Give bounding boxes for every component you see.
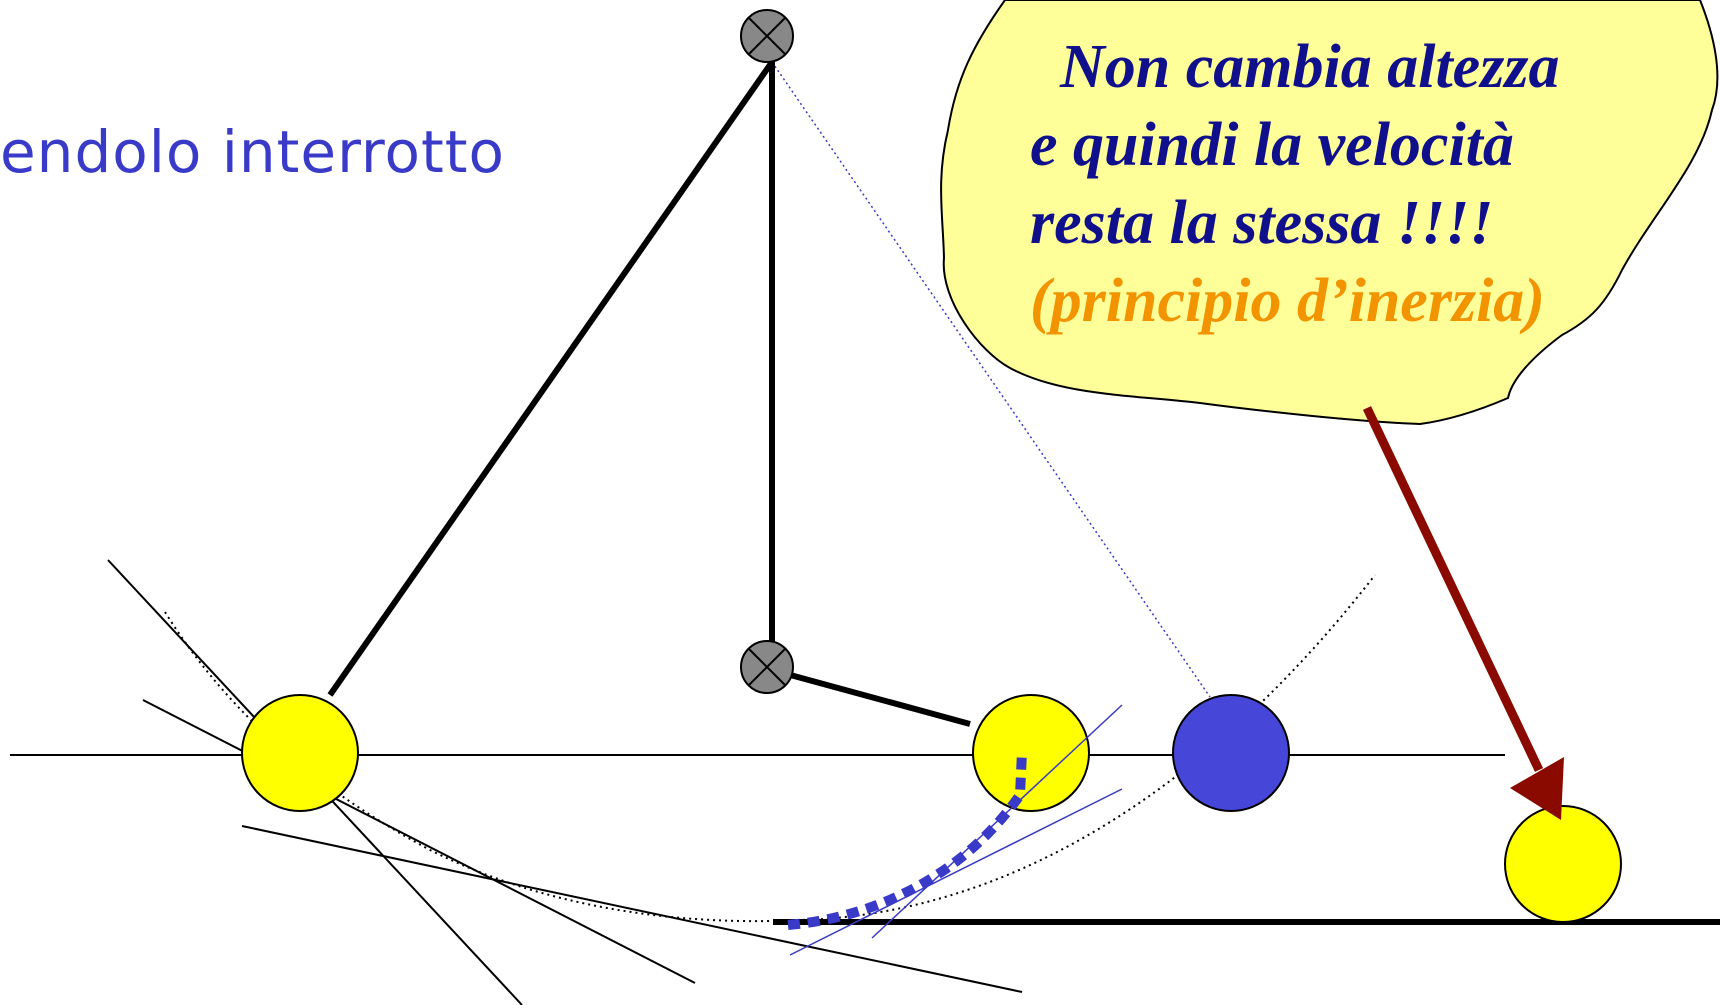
callout-text: Non cambia altezza e quindi la velocità … (1030, 28, 1630, 340)
blue-tangent-1 (789, 788, 1123, 956)
callout-line-2: e quindi la velocità (1030, 111, 1514, 179)
tangent-line-2 (142, 699, 696, 984)
ball-middle (972, 694, 1090, 812)
blue-tangent-2 (871, 704, 1123, 939)
short-swing-path (787, 751, 1027, 930)
callout-line-3: resta la stessa !!!! (1030, 189, 1494, 257)
tangent-line-3 (241, 825, 1023, 993)
callout-note: (principio d’inerzia) (1030, 267, 1545, 335)
pivot-bottom (740, 640, 794, 694)
pivot-top (740, 9, 794, 63)
pointer-arrow-head (1510, 757, 1564, 820)
string-left (327, 60, 775, 697)
pointer-arrow-shaft (1362, 406, 1544, 772)
page-title: endolo interrotto (0, 118, 505, 186)
blue-guide-dotted-line (771, 61, 1211, 698)
ball-left (241, 694, 359, 812)
string-short (771, 667, 971, 727)
callout-line-1: Non cambia altezza (1060, 33, 1560, 101)
ball-blue (1172, 694, 1290, 812)
ball-right (1504, 805, 1622, 923)
callout-cloud (940, 0, 1719, 426)
